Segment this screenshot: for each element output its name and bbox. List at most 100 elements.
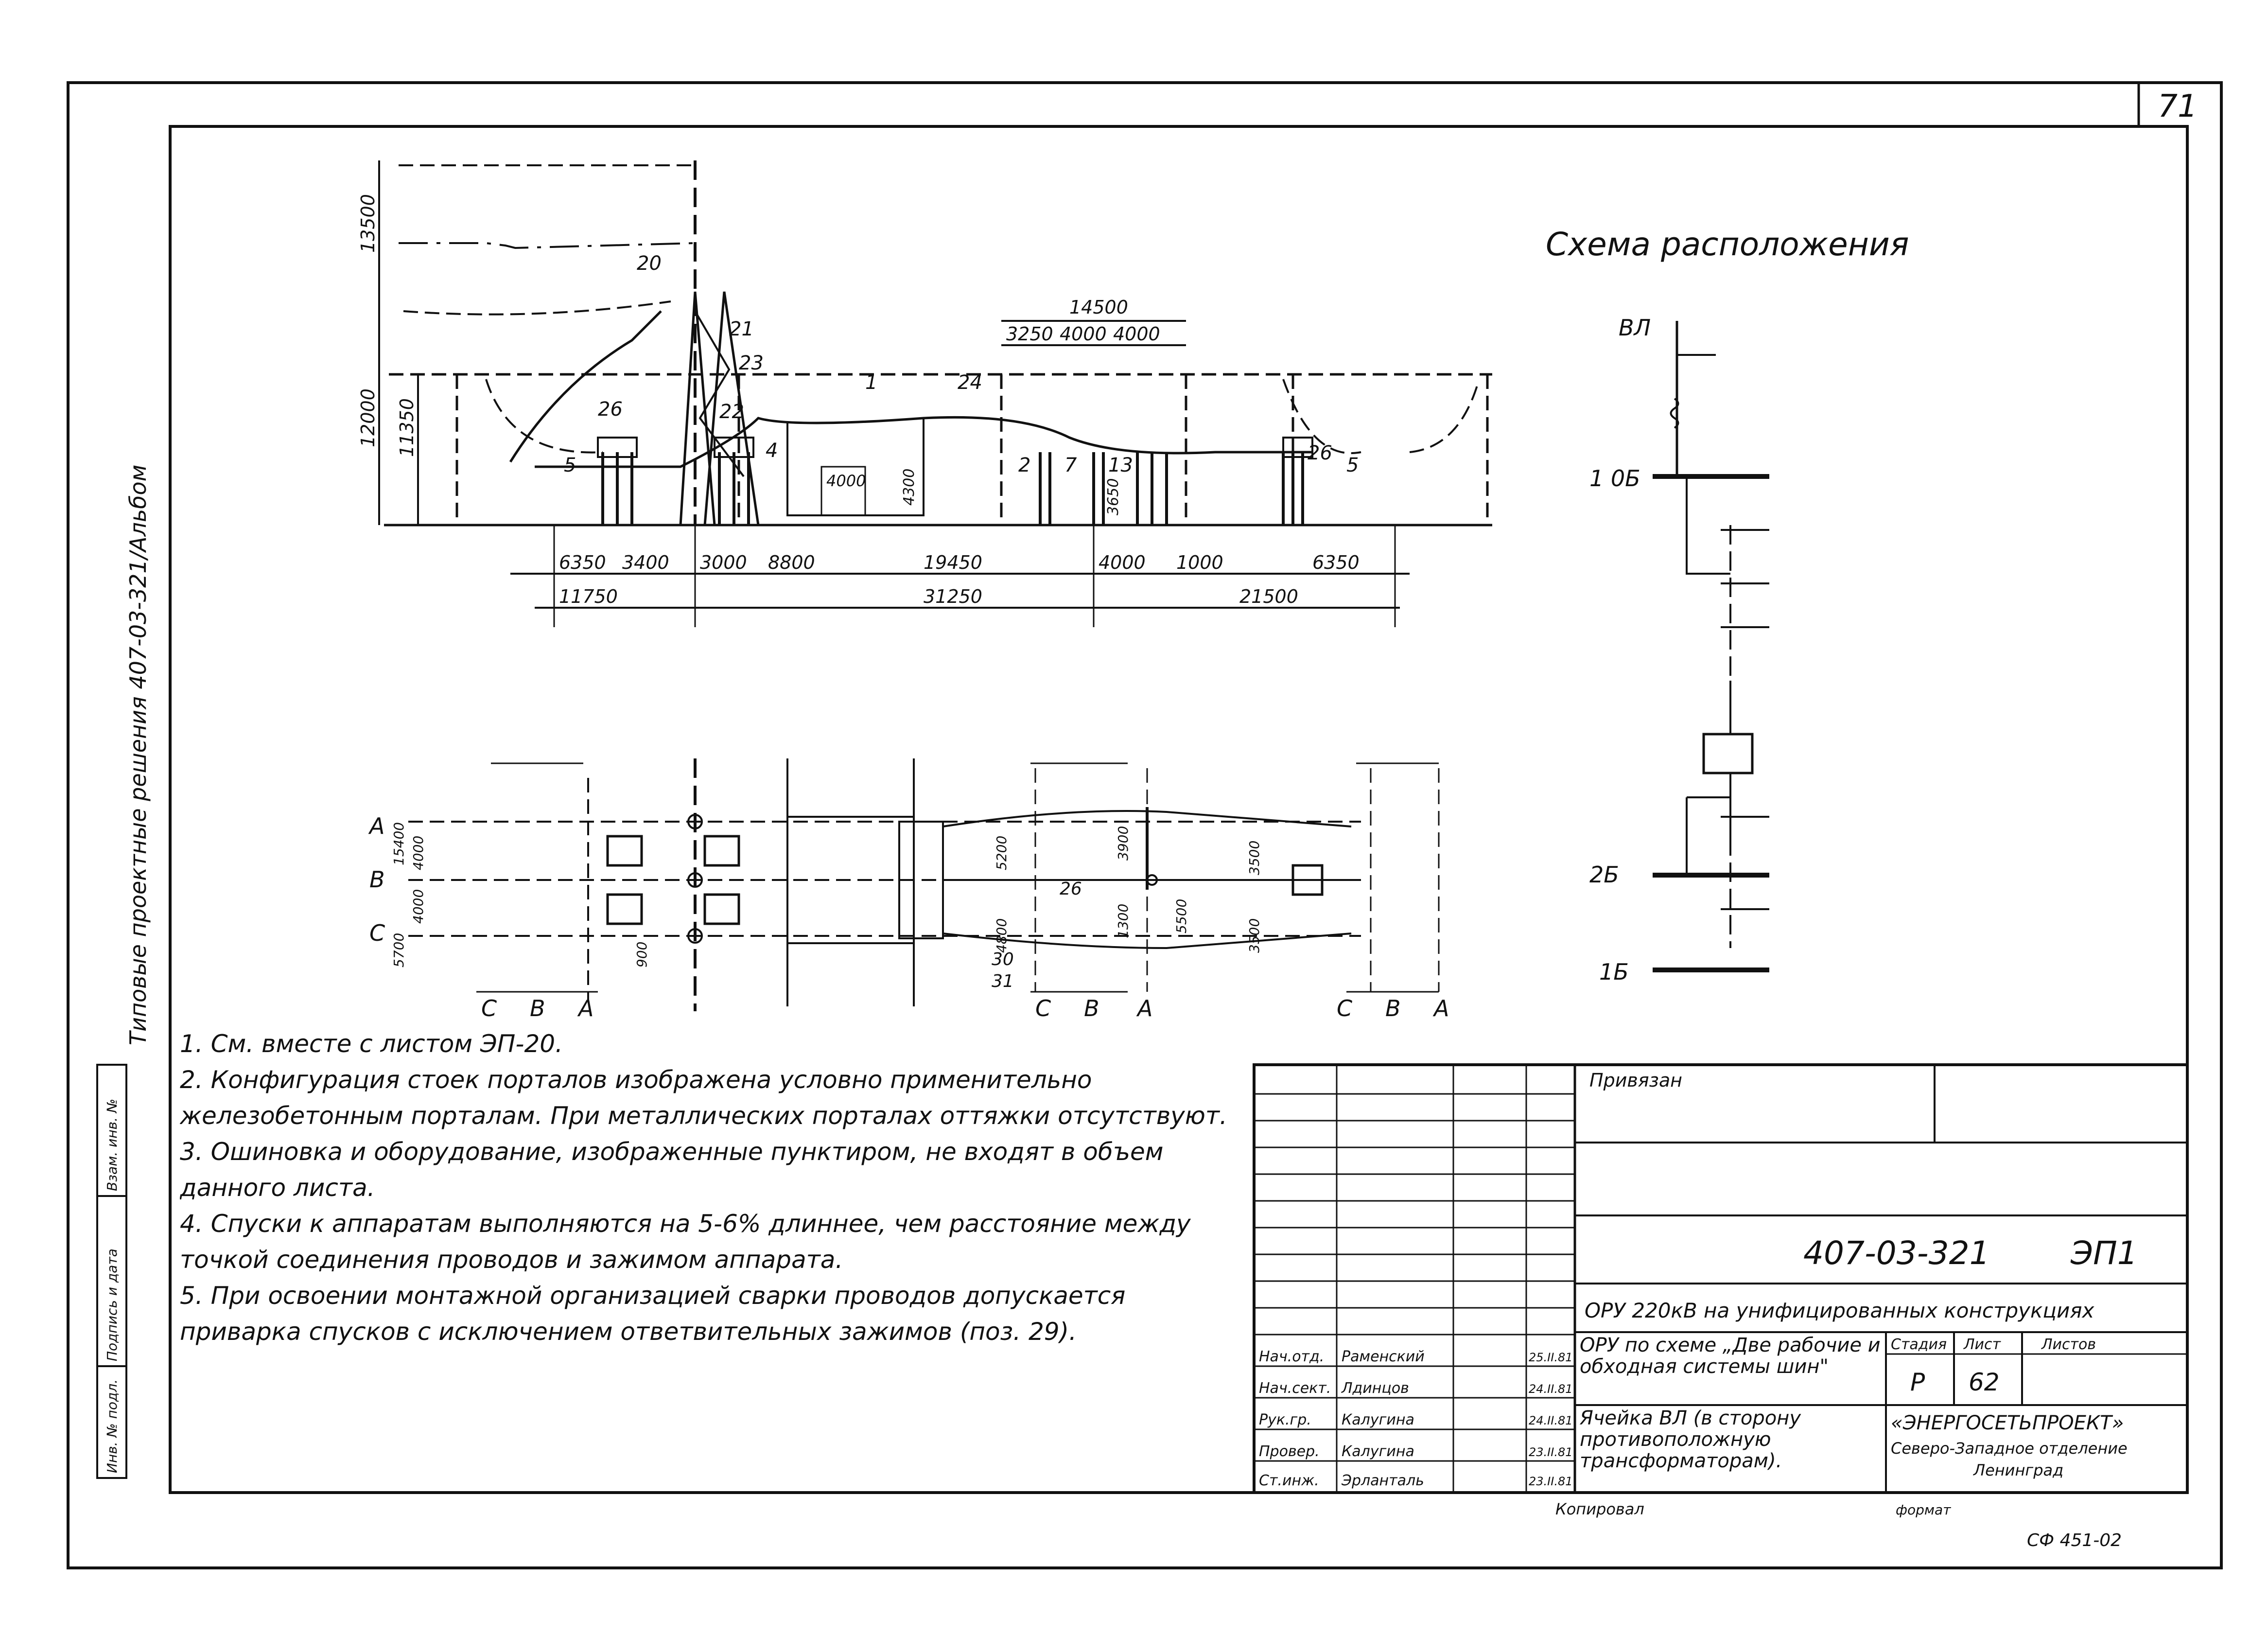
sig-name-3: Калугина bbox=[1342, 1443, 1414, 1460]
sig-date-2: 24.II.81 bbox=[1529, 1414, 1573, 1427]
pos-26a: 26 bbox=[598, 398, 623, 421]
plan-phase-a: A bbox=[368, 813, 384, 839]
side-stamp: Типовые проектные решения 407-03-321/Аль… bbox=[125, 465, 151, 1045]
plan-phase-b: B bbox=[369, 866, 385, 893]
plan-bottom-a1: A bbox=[577, 995, 593, 1021]
scheme-label-vl: ВЛ bbox=[1619, 315, 1651, 341]
org-line2: Северо-Западное отделение bbox=[1891, 1439, 2128, 1458]
scheme-label-1b: 1Б bbox=[1599, 959, 1629, 985]
dim-row1-6: 1000 bbox=[1176, 552, 1223, 573]
plan-bottom-c3: C bbox=[1337, 995, 1352, 1021]
plan-bottom-a3: A bbox=[1432, 995, 1449, 1021]
plan-dim-1300: 1300 bbox=[1115, 904, 1131, 938]
plan-dim-3500a: 3500 bbox=[1246, 841, 1262, 875]
dim-row1-7: 6350 bbox=[1312, 552, 1360, 573]
dim-inner-4300: 4300 bbox=[901, 469, 918, 506]
pos-5a: 5 bbox=[564, 454, 576, 476]
elevation-view bbox=[378, 160, 1492, 627]
dim-row2-1: 31250 bbox=[924, 586, 982, 607]
sig-name-4: Эрланталь bbox=[1341, 1472, 1424, 1489]
plan-bottom-c1: C bbox=[481, 995, 497, 1021]
sig-date-1: 24.II.81 bbox=[1529, 1382, 1573, 1396]
org-line3: Ленинград bbox=[1973, 1461, 2063, 1479]
scheme-title: Схема расположения bbox=[1546, 226, 1909, 263]
plan-pos-30: 30 bbox=[992, 950, 1014, 969]
pos-13: 13 bbox=[1108, 454, 1133, 476]
plan-dim-5500: 5500 bbox=[1173, 899, 1189, 933]
copied-label: Копировал bbox=[1555, 1500, 1644, 1518]
sig-role-2: Рук.гр. bbox=[1259, 1411, 1311, 1428]
project-title: ОРУ 220кВ на унифицированных конструкция… bbox=[1585, 1299, 2095, 1322]
plan-dim-900: 900 bbox=[634, 942, 650, 968]
dim-14500: 14500 bbox=[1069, 297, 1128, 318]
note-1: 1. См. вместе с листом ЭП-20. bbox=[180, 1030, 563, 1058]
sig-name-2: Калугина bbox=[1342, 1411, 1414, 1428]
plan-phase-c: C bbox=[369, 920, 385, 946]
sig-role-1: Нач.сект. bbox=[1259, 1380, 1331, 1397]
plan-dim-4800: 4800 bbox=[994, 918, 1010, 953]
plan-dim-5700: 5700 bbox=[391, 933, 407, 968]
dim-row2-0: 11750 bbox=[559, 586, 618, 607]
plan-dim-3900: 3900 bbox=[1115, 826, 1131, 861]
dim-row1-4: 19450 bbox=[924, 552, 982, 573]
pos-4: 4 bbox=[766, 440, 778, 462]
pos-5b: 5 bbox=[1346, 454, 1359, 476]
plan-labels: A B C C B A C B A C B A 15400 4000 4000 … bbox=[368, 813, 1449, 1021]
plan-view bbox=[408, 758, 1440, 1011]
title-block-text: Привязан 407-03-321 ЭП1 ОРУ 220кВ на уни… bbox=[1259, 1070, 2138, 1489]
dim-4000b: 4000 bbox=[1113, 323, 1160, 345]
dim-row1-1: 3400 bbox=[622, 552, 669, 573]
sig-date-4: 23.II.81 bbox=[1529, 1475, 1573, 1488]
plan-bottom-b2: B bbox=[1084, 995, 1099, 1021]
sheet-no: 62 bbox=[1969, 1368, 2000, 1396]
plan-bottom-b1: B bbox=[530, 995, 545, 1021]
plan-dim-15400: 15400 bbox=[391, 822, 407, 865]
pos-21: 21 bbox=[729, 318, 754, 340]
sheet-header: Лист bbox=[1963, 1336, 2002, 1353]
dim-row1-5: 4000 bbox=[1099, 552, 1146, 573]
sheet-desc: Ячейка ВЛ (в сторону противоположную тра… bbox=[1580, 1407, 1801, 1472]
side-stamp-group: Типовые проектные решения 407-03-321/Аль… bbox=[96, 465, 151, 1479]
pos-7: 7 bbox=[1064, 454, 1077, 476]
plan-dim-4000a: 4000 bbox=[410, 836, 426, 870]
sheet-code: ЭП1 bbox=[2070, 1234, 2138, 1272]
tied-label: Привязан bbox=[1589, 1070, 1682, 1091]
scheme-label-2b: 2Б bbox=[1589, 862, 1619, 888]
stage-header: Стадия bbox=[1891, 1336, 1947, 1353]
dim-row1-0: 6350 bbox=[559, 552, 606, 573]
dim-inner-4000: 4000 bbox=[826, 472, 866, 490]
pos-24: 24 bbox=[958, 371, 982, 394]
dim-4000a: 4000 bbox=[1060, 323, 1107, 345]
scheme-labels: ВЛ 1 0Б 2Б 1Б bbox=[1589, 315, 1651, 985]
bottom-code: СФ 451-02 bbox=[2027, 1530, 2122, 1550]
single-line-scheme bbox=[1653, 321, 1769, 972]
plan-bottom-c2: C bbox=[1035, 995, 1051, 1021]
plan-dim-5200: 5200 bbox=[994, 836, 1010, 870]
side-col-sign: Подпись и дата bbox=[104, 1249, 120, 1361]
plan-bottom-b3: B bbox=[1385, 995, 1401, 1021]
scheme-desc: ОРУ по схеме „Две рабочие и обходная сис… bbox=[1580, 1335, 1881, 1378]
dim-11350: 11350 bbox=[396, 398, 418, 457]
pos-2: 2 bbox=[1018, 454, 1030, 476]
sig-date-0: 25.II.81 bbox=[1529, 1351, 1573, 1364]
sheet-frame bbox=[67, 81, 2223, 1569]
plan-bottom-a2: A bbox=[1136, 995, 1152, 1021]
note-5: 5. При освоении монтажной организацией с… bbox=[180, 1282, 1126, 1346]
elevation-dimensions: 13500 12000 11350 14500 3250 4000 4000 4… bbox=[357, 194, 1360, 607]
side-col-replace: Взам. инв. № bbox=[104, 1099, 120, 1191]
sheets-header: Листов bbox=[2041, 1336, 2096, 1353]
format-label: формат bbox=[1896, 1502, 1951, 1518]
dim-row2-2: 21500 bbox=[1239, 586, 1298, 607]
dim-row1-3: 8800 bbox=[768, 552, 815, 573]
notes-list: 1. См. вместе с листом ЭП-20. 2. Конфигу… bbox=[180, 1026, 1239, 1350]
sig-name-1: Лдинцов bbox=[1341, 1380, 1409, 1397]
scheme-label-10b: 1 0Б bbox=[1589, 465, 1640, 492]
pos-22: 22 bbox=[719, 401, 744, 423]
note-2: 2. Конфигурация стоек порталов изображен… bbox=[180, 1066, 1227, 1130]
side-col-inv: Инв. № подл. bbox=[104, 1379, 120, 1473]
title-block bbox=[1253, 1063, 2189, 1494]
dim-3250: 3250 bbox=[1006, 323, 1053, 345]
sig-role-4: Ст.инж. bbox=[1259, 1472, 1319, 1489]
pos-26b: 26 bbox=[1308, 442, 1332, 464]
